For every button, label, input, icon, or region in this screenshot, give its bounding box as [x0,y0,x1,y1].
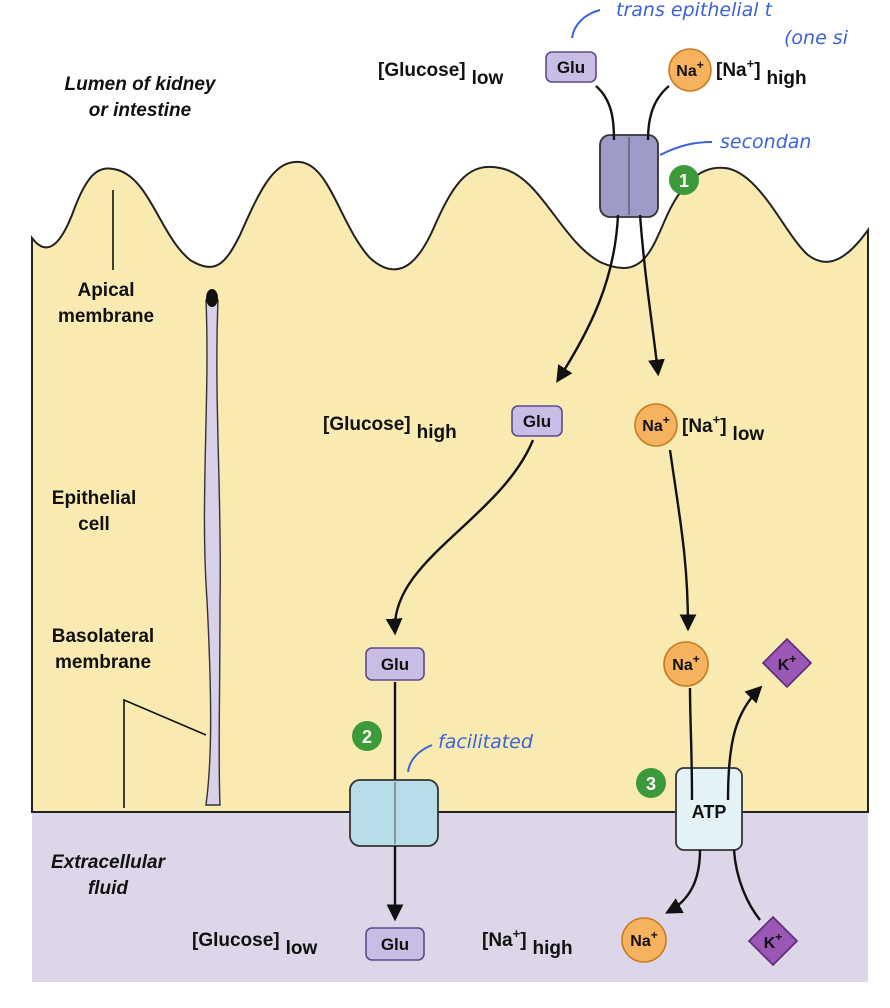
glu-top-box [545,51,597,83]
na-mid-circle [634,403,678,447]
ecf-label-line1: Extracellular [51,852,167,873]
tight-junction [206,289,218,307]
epithelial-cell-body [31,160,869,813]
na-basolateral-circle [663,641,709,687]
basolateral-label-line1: Basolateral [52,626,154,647]
glu-top-text: Glu [557,58,585,77]
epithelial-label-line1: Epithelial [52,488,136,509]
lateral-intercellular-space [203,299,222,806]
step-2-text: 2 [362,727,372,747]
na-top-circle [668,48,712,92]
ecf-label-line2: fluid [88,878,128,899]
step-3-badge [636,768,666,798]
glu-to-basolateral-arrow [385,439,535,636]
basolateral-pointer [123,698,207,808]
glu-basolateral-text: Glu [381,655,409,674]
na-out-arrow [665,849,702,914]
k-out-of-cell-arrow [726,685,763,801]
step-1-badge [669,165,699,195]
lumen-label-line2: or intestine [89,100,192,121]
k-into-cell-line [732,849,761,921]
handwritten-top-line2: (one si [784,27,849,49]
na-top-text: Na+ [676,58,703,80]
na-high-top-label: [Na+]high [716,56,807,89]
na-bottom-circle [621,917,667,963]
glu-entry-path [595,85,616,141]
epithelial-label-line2: cell [78,514,110,535]
glu-mid-text: Glu [523,412,551,431]
na-mid-text: Na+ [642,413,669,435]
na-to-basolateral-arrow [668,449,697,632]
handwritten-facilitated: facilitated [438,731,534,753]
glu-basolateral-box [365,647,425,681]
glucose-high-mid-label: [Glucose]high [323,414,457,443]
glu-mid-box [511,405,563,437]
glu-bottom-text: Glu [381,935,409,954]
glu-bottom-box [365,927,425,961]
glut-transporter [349,779,439,847]
lumen-label-line1: Lumen of kidney [65,74,217,95]
atp-label: ATP [692,802,727,822]
top-annotation-hook [571,9,601,39]
secondary-annotation-hook [659,141,713,156]
apical-label-line1: Apical [77,280,134,301]
na-bottom-text: Na+ [630,928,657,950]
k-outside-text: K+ [764,930,783,952]
na-into-cell-arrow [638,214,665,377]
glucose-low-bottom-label: [Glucose]low [192,930,318,959]
k-inside-text: K+ [778,652,797,674]
handwritten-top-line1: trans epithelial t [616,0,774,21]
na-entry-path [646,85,670,141]
na-basolateral-text: Na+ [672,652,699,674]
step-3-text: 3 [646,774,656,794]
glu-into-cell-arrow [556,214,620,383]
k-inside-diamond [761,637,813,689]
step-1-text: 1 [679,171,689,191]
na-into-pump-line [688,687,694,801]
handwritten-secondary: secondan [720,131,811,153]
na-low-mid-label: [Na+]low [682,412,764,445]
glucose-low-top-label: [Glucose]low [378,60,504,89]
apical-label-line2: membrane [58,306,154,327]
k-outside-diamond [747,915,799,967]
basolateral-label-line2: membrane [55,652,151,673]
facilitated-annotation-hook [407,744,433,773]
na-high-bottom-label: [Na+]high [482,926,573,959]
step-2-badge [352,721,382,751]
